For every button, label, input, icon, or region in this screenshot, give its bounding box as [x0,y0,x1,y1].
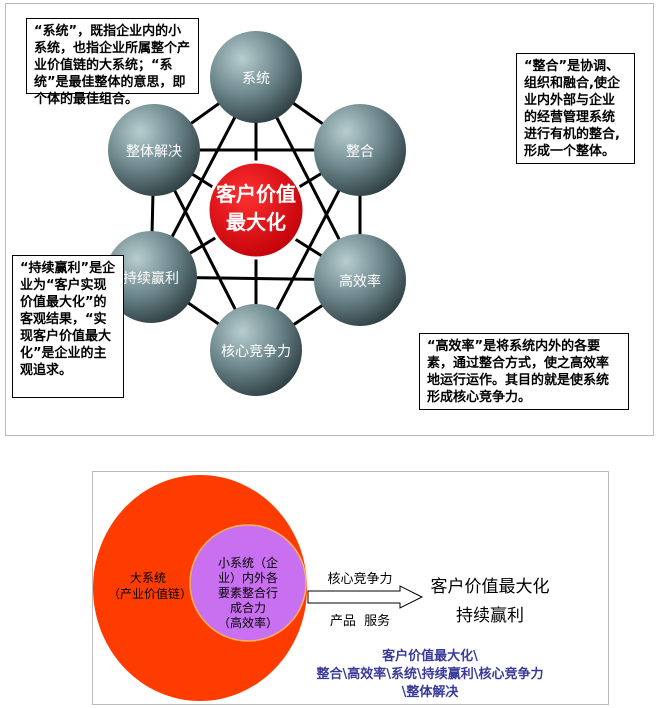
footer-line-2: 整合\高效率\系统\持续赢利\核心竞争力 [316,667,544,682]
node-circle [210,31,302,123]
arrow-top-label: 核心竞争力 [327,572,393,587]
footer-line-3: \整体解决 [401,685,459,700]
callout-system: “系统”，既指企业内的小系统，也指企业所属整个产业价值链的大系统；“系统”是最佳… [26,18,199,107]
arrow-bottom-label: 产品 服务 [329,614,391,629]
result-profit: 持续赢利 [456,606,524,626]
node-label: 持续赢利 [123,271,179,287]
network-diagram [105,31,406,396]
node-label: 整体解决 [126,144,182,160]
node-circle [105,231,197,323]
node-label: 核心竞争力 [221,344,291,360]
center-node [206,160,306,260]
node-label: 整合 [346,144,374,160]
bottom-panel [92,471,609,705]
callout-efficiency: “高效率”是将系统内外的各要素，通过整合方式，使之高效率地运行运作。其目的就是使… [419,333,629,410]
top-panel [5,3,654,436]
node-label: 系统 [242,71,270,87]
node-label: 高效率 [339,274,381,290]
center-label: 客户价值 最大化 [216,182,296,234]
inner-label: 小系统（企 业）内外各 要素整合行 成合力 （高效率） [217,556,278,630]
footer-line-1: 客户价值最大化\ [382,649,478,664]
node-circle [108,104,200,196]
callout-profit: “持续赢利”是企业为“客户实现价值最大化”的客观结果，“实现客户价值最大化”是企… [12,255,124,398]
result-value: 客户价值最大化 [430,577,550,597]
callout-integration: “整合”是协调、组织和融合,使企业内外部与企业的经营管理系统进行有机的整合,形成… [516,53,635,164]
node-circle [210,304,302,396]
node-circle [314,104,406,196]
node-circle [314,234,406,326]
outer-label: 大系统 （产业价值链） [108,571,193,601]
